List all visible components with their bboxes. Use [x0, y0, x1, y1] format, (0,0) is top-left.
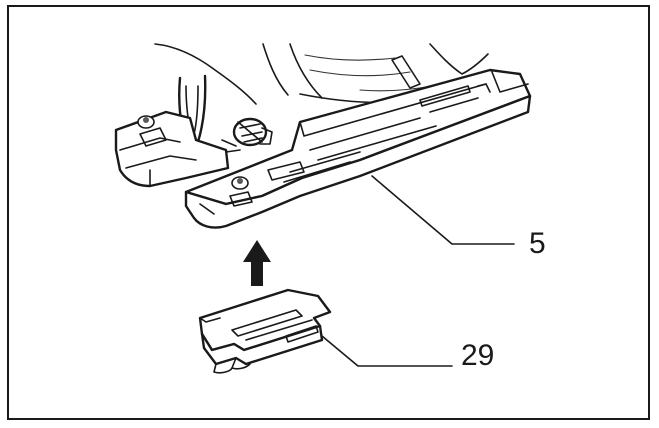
base-plate — [184, 68, 532, 229]
leader-line-5 — [371, 175, 515, 245]
up-arrow-icon — [243, 240, 271, 286]
callout-anti-splinter-insert: 29 — [461, 339, 495, 372]
leader-line-29 — [321, 335, 453, 367]
bevel-screw — [221, 117, 273, 153]
base-rear — [114, 110, 230, 188]
anti-splinter-insert — [198, 288, 332, 374]
callout-base-plate: 5 — [529, 227, 546, 260]
figure-frame — [7, 5, 650, 420]
